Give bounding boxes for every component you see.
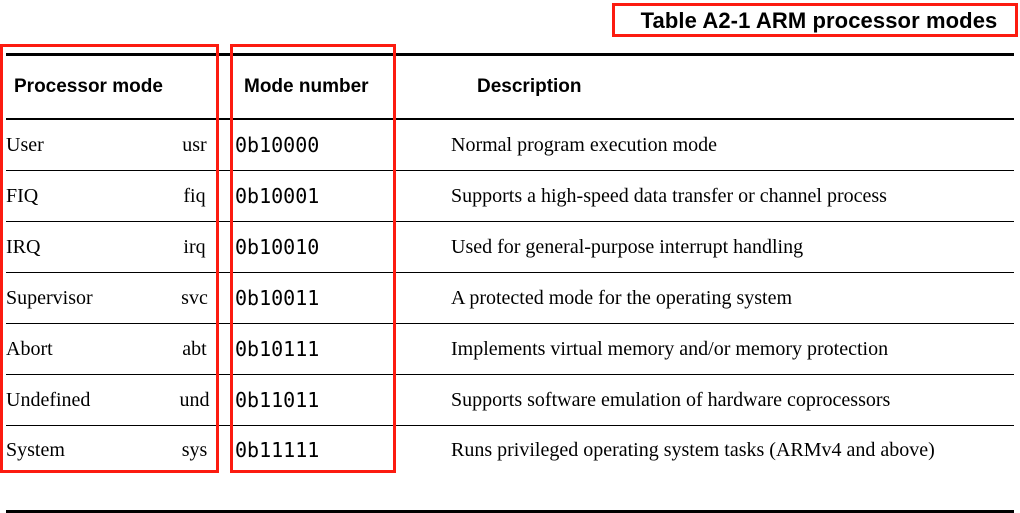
column-header-mode-number: Mode number bbox=[235, 53, 451, 120]
table-header-row: Processor mode Mode number Description bbox=[6, 53, 1014, 120]
cell-mode-abbreviation: fiq bbox=[154, 170, 235, 222]
cell-mode-abbreviation: irq bbox=[154, 221, 235, 273]
cell-mode-abbreviation: abt bbox=[154, 323, 235, 375]
cell-description: Normal program execution mode bbox=[451, 119, 1014, 171]
cell-mode-abbreviation: usr bbox=[154, 119, 235, 171]
table-row: System sys 0b11111 Runs privileged opera… bbox=[6, 425, 1014, 513]
table-body: User usr 0b10000 Normal program executio… bbox=[6, 119, 1014, 513]
cell-description: Supports a high-speed data transfer or c… bbox=[451, 170, 1014, 222]
cell-mode-abbreviation: sys bbox=[154, 425, 235, 513]
cell-mode-abbreviation: svc bbox=[154, 272, 235, 324]
cell-processor-mode: IRQ bbox=[6, 221, 154, 273]
cell-processor-mode: FIQ bbox=[6, 170, 154, 222]
cell-processor-mode: User bbox=[6, 119, 154, 171]
table-header: Processor mode Mode number Description bbox=[6, 53, 1014, 120]
table-title-highlight-box bbox=[612, 3, 1018, 37]
table-row: IRQ irq 0b10010 Used for general-purpose… bbox=[6, 221, 1014, 273]
cell-description: Implements virtual memory and/or memory … bbox=[451, 323, 1014, 375]
cell-description: Used for general-purpose interrupt handl… bbox=[451, 221, 1014, 273]
column-header-processor-mode: Processor mode bbox=[6, 53, 235, 120]
cell-mode-number: 0b11111 bbox=[235, 425, 451, 513]
cell-mode-number: 0b10111 bbox=[235, 323, 451, 375]
table-title: Table A2-1 ARM processor modes bbox=[640, 8, 998, 33]
cell-description: A protected mode for the operating syste… bbox=[451, 272, 1014, 324]
cell-processor-mode: Abort bbox=[6, 323, 154, 375]
arm-processor-modes-table-container: Processor mode Mode number Description U… bbox=[6, 53, 1014, 513]
cell-processor-mode: System bbox=[6, 425, 154, 513]
table-row: FIQ fiq 0b10001 Supports a high-speed da… bbox=[6, 170, 1014, 222]
table-row: Abort abt 0b10111 Implements virtual mem… bbox=[6, 323, 1014, 375]
cell-mode-number: 0b10011 bbox=[235, 272, 451, 324]
cell-mode-number: 0b11011 bbox=[235, 374, 451, 426]
cell-description: Supports software emulation of hardware … bbox=[451, 374, 1014, 426]
cell-processor-mode: Undefined bbox=[6, 374, 154, 426]
table-row: Undefined und 0b11011 Supports software … bbox=[6, 374, 1014, 426]
column-header-description: Description bbox=[451, 53, 1014, 120]
cell-description: Runs privileged operating system tasks (… bbox=[451, 425, 1014, 513]
table-row: User usr 0b10000 Normal program executio… bbox=[6, 119, 1014, 171]
cell-mode-number: 0b10000 bbox=[235, 119, 451, 171]
cell-mode-abbreviation: und bbox=[154, 374, 235, 426]
cell-processor-mode: Supervisor bbox=[6, 272, 154, 324]
table-row: Supervisor svc 0b10011 A protected mode … bbox=[6, 272, 1014, 324]
arm-processor-modes-table: Processor mode Mode number Description U… bbox=[6, 53, 1014, 513]
cell-mode-number: 0b10001 bbox=[235, 170, 451, 222]
cell-mode-number: 0b10010 bbox=[235, 221, 451, 273]
